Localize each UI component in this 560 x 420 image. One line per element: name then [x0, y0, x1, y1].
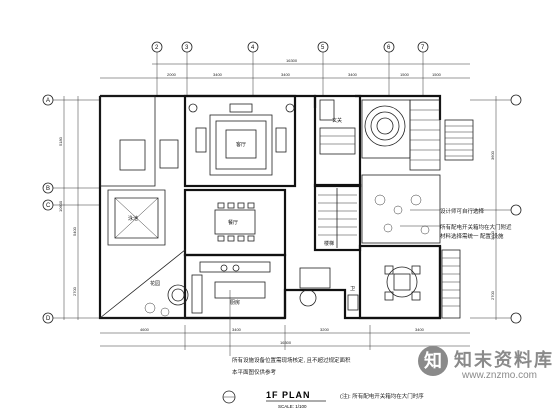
dim-top: 1500: [400, 72, 410, 77]
watermark-url: www.znzmo.com: [462, 370, 538, 381]
room-label-stair: 楼梯: [324, 240, 334, 247]
note-bottom-2: 本平面图仅供参考: [232, 368, 277, 376]
right-wing-furniture: 卫: [299, 265, 421, 311]
dim-top: 3400: [348, 72, 358, 77]
grid-label-top: 6: [387, 45, 391, 51]
room-label-kitchen: 厨房: [230, 299, 240, 306]
living-room-furniture: 客厅: [188, 103, 295, 176]
title-block: 1F PLAN SCALE: 1/100 (注): 所有配电开关箱均在大门时序: [222, 390, 424, 409]
watermark-name: 知末资料库: [454, 350, 554, 371]
left-grid-axis: A B C D 5180 10600 5400 2700: [42, 94, 100, 324]
stair-core: 楼梯: [318, 188, 357, 248]
note-right-1: 设计师可自行选择: [440, 207, 485, 215]
dim-right: 3600: [490, 150, 495, 160]
room-label-pool: 泳池: [128, 215, 138, 222]
watermark-logo-icon: 知: [418, 346, 448, 376]
room-label-living: 客厅: [236, 141, 246, 148]
room-label-toilet: 卫: [350, 286, 355, 292]
dim-top: 1500: [432, 72, 442, 77]
building-walls: [98, 94, 442, 320]
room-label-dining: 餐厅: [228, 219, 238, 226]
grid-label-left: A: [46, 98, 50, 104]
grid-label-top: 7: [421, 45, 425, 51]
watermark: 知 知末资料库 www.znzmo.com: [418, 344, 554, 384]
grid-label-top: 4: [251, 45, 255, 51]
grid-label-left: B: [46, 186, 50, 192]
dim-top: 3400: [281, 72, 291, 77]
dim-right: 2700: [490, 290, 495, 300]
dim-left: 5400: [72, 226, 77, 236]
annotation-notes: 设计师可自行选择 所有配电开关箱均在大门附近 材料选择需统一 配置 设施 所有设…: [229, 207, 512, 376]
exterior-steps: [441, 119, 474, 319]
kitchen-furniture: 厨房: [191, 261, 271, 314]
dim-bottom: 3200: [320, 327, 330, 332]
dim-left: 2700: [72, 286, 77, 296]
bottom-dimensions: 4600 3400 3200 3400 16300: [100, 325, 470, 350]
dim-left: 5180: [58, 136, 63, 146]
room-label-entrance: 玄关: [332, 117, 342, 124]
grid-label-left: C: [46, 203, 51, 209]
room-label-garden: 花园: [150, 280, 160, 287]
right-grid-axis: 3600 3600 2700: [470, 94, 522, 324]
grid-label-left: D: [46, 316, 51, 322]
dim-top: 3400: [213, 72, 223, 77]
pool-area: 泳池: [107, 189, 166, 246]
plan-footnote: (注): 所有配电开关箱均在大门时序: [340, 392, 424, 400]
dining-furniture: 餐厅: [214, 202, 256, 242]
dim-bottom: 4600: [140, 327, 150, 332]
round-terrace: [361, 99, 441, 171]
dim-bottom-total: 16300: [280, 340, 292, 345]
note-bottom-1: 所有设施设备位置需现场核定, 且不超过规定面积: [232, 356, 351, 364]
grid-label-top: 5: [321, 45, 325, 51]
dim-top: 2000: [167, 72, 177, 77]
grid-label-top: 3: [185, 45, 189, 51]
entrance-area: 玄关: [319, 99, 356, 155]
dim-right: 3600: [490, 230, 495, 240]
note-right-2: 所有配电开关箱均在大门附近: [440, 223, 512, 231]
plan-scale: SCALE: 1/100: [278, 404, 307, 409]
dim-bottom: 3400: [415, 327, 425, 332]
garden-area: 花园: [98, 139, 189, 319]
grid-label-top: 2: [155, 45, 159, 51]
dim-left: 10600: [58, 200, 63, 212]
dim-bottom: 3400: [232, 327, 242, 332]
landscape-strip: [361, 174, 441, 244]
dim-top-total: 16300: [286, 58, 298, 63]
top-grid-axis: 2 3 4 5 6 7 16300 2000 3400 3400 3400 15…: [100, 41, 470, 95]
note-right-3: 材料选择需统一 配置 设施: [440, 232, 504, 240]
plan-title: 1F PLAN: [266, 390, 311, 400]
